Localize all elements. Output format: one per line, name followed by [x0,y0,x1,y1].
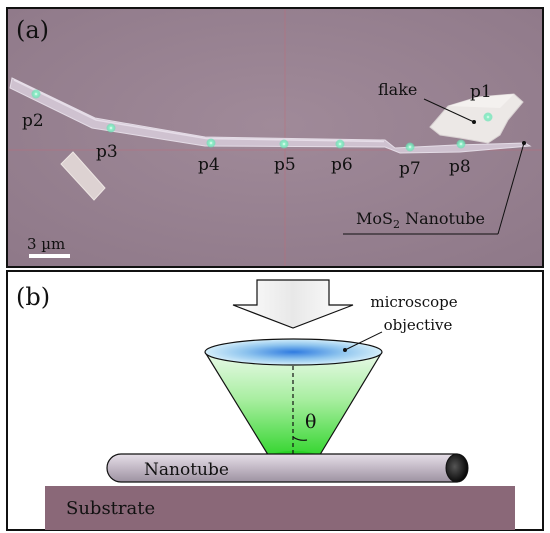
spot-p4 [206,138,216,148]
substrate-label: Substrate [66,498,155,519]
label-p2: p2 [22,111,44,131]
flake-lower-left [60,151,106,201]
flake-callout-dot [472,120,476,124]
label-p7: p7 [399,159,421,179]
label-p6: p6 [331,155,353,175]
nanotube-body [106,453,458,483]
spot-p5 [279,139,289,149]
scale-bar-label: 3 µm [27,235,65,253]
label-p4: p4 [198,155,220,175]
panel-b: Substrate θ Nanotube microscope objectiv… [6,270,544,531]
flake-label: flake [378,80,417,99]
label-p5: p5 [274,155,296,175]
spot-p3 [106,123,116,133]
spot-p2 [31,89,41,99]
nanotube-strip [9,77,532,154]
flake-callout-line [423,98,475,123]
incoming-light-arrow [232,279,354,329]
objective-label-line1: microscope [370,293,457,311]
substrate-block [45,486,515,530]
objective-callout-line [344,331,383,351]
objective-callout-dot [343,348,347,352]
angle-arc [292,436,308,441]
objective-lens [204,338,383,366]
label-p1: p1 [470,82,492,102]
nanotube-end [445,453,469,483]
label-p3: p3 [96,142,118,162]
nanotube-callout-line [497,142,525,235]
nanotube-highlight [13,79,385,143]
objective-label-line2: objective [384,316,453,334]
cone-edge-right [317,351,383,459]
nanotube-callout-dot [522,141,526,145]
panel-b-label: (b) [16,283,50,311]
flake-p1-facet [448,94,514,108]
point-labels: p1 p2 p3 p4 p5 p6 p7 p8 [22,82,492,179]
panel-a: p1 p2 p3 p4 p5 p6 p7 p8 flake MoS2 Nanot… [6,7,544,268]
nanotube-schematic-label: Nanotube [144,460,229,480]
angle-label: θ [305,411,316,433]
label-p8: p8 [449,157,471,177]
spot-p7 [405,142,415,152]
spot-p6 [335,139,345,149]
spot-p1 [483,112,493,122]
nanotube-label: MoS2 Nanotube [356,209,485,231]
spot-p8 [456,139,466,149]
cone-edge-left [204,351,271,459]
laser-spots [31,89,493,152]
panel-a-label: (a) [16,16,49,44]
scale-bar [29,254,70,258]
